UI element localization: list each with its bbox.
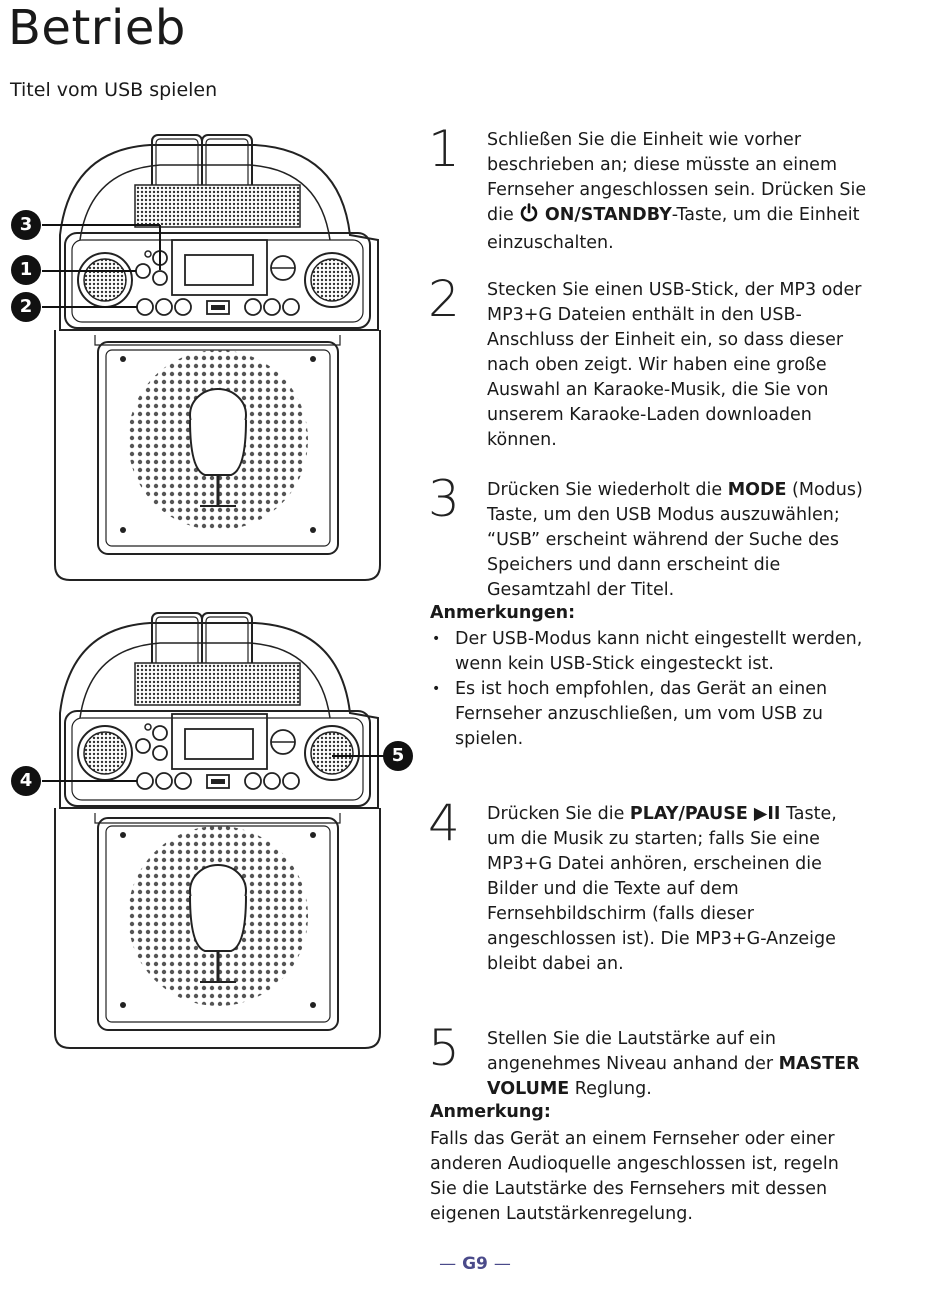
step-text-part: (Modus) Taste, um den USB Modus auszuwäh… — [487, 480, 863, 600]
step-text-part: Schließen Sie die Einheit wie vorher bes… — [487, 130, 867, 225]
step-text: Schließen Sie die Einheit wie vorher bes… — [487, 128, 867, 256]
karaoke-machine-illustration-top: 3 1 2 — [0, 130, 400, 585]
step-text: Drücken Sie die PLAY/PAUSE ▶II Taste, um… — [487, 802, 867, 977]
notes-list: Der USB-Modus kann nicht eingestellt wer… — [430, 627, 870, 752]
step-number: 1 — [428, 120, 460, 178]
list-item: Der USB-Modus kann nicht eingestellt wer… — [430, 627, 870, 677]
step-text-part: Drücken Sie wiederholt die — [487, 480, 728, 500]
step-bold-label: MASTER VOLUME — [487, 1054, 860, 1099]
callout-3: 3 — [19, 214, 33, 235]
list-item: Es ist hoch empfohlen, das Gerät an eine… — [430, 677, 870, 752]
step-bold-label: MODE — [727, 480, 787, 500]
note-heading: Anmerkung: — [430, 1102, 551, 1122]
step-bold-label: PLAY/PAUSE ▶II — [629, 804, 781, 824]
callout-5: 5 — [391, 745, 405, 766]
footer-dash-right: — — [493, 1254, 511, 1274]
callout-4: 4 — [19, 770, 33, 791]
karaoke-machine-illustration-bottom: 4 5 — [0, 608, 420, 1053]
step-bold-label: ON/STANDBY — [544, 205, 672, 225]
footer-dash-left: — — [439, 1254, 457, 1274]
step-text-part: Stellen Sie die Lautstärke auf ein angen… — [487, 1029, 779, 1074]
notes-heading: Anmerkungen: — [430, 603, 576, 623]
section-subtitle: Titel vom USB spielen — [10, 79, 218, 101]
step-number: 2 — [428, 270, 460, 328]
step-text-part: Reglung. — [569, 1079, 652, 1099]
step-text-part: -Taste, um die Einheit einzuschalten. — [487, 205, 860, 253]
page-title: Betrieb — [8, 0, 186, 56]
callout-2: 2 — [19, 296, 33, 317]
step-text: Stellen Sie die Lautstärke auf ein angen… — [487, 1027, 867, 1102]
step-text: Stecken Sie einen USB-Stick, der MP3 ode… — [487, 280, 862, 450]
step-number: 3 — [428, 470, 460, 528]
page-number: G9 — [462, 1254, 488, 1274]
callout-1: 1 — [19, 259, 33, 280]
note-text: Falls das Gerät an einem Fernseher oder … — [430, 1129, 839, 1224]
step-text-part: Taste, um die Musik zu starten; falls Si… — [487, 804, 837, 974]
power-icon — [519, 203, 539, 231]
step-text: Drücken Sie wiederholt die MODE (Modus) … — [487, 478, 867, 603]
step-number: 4 — [428, 794, 460, 852]
step-text-part: Drücken Sie die — [487, 804, 630, 824]
page-footer: — G9 — — [0, 1254, 950, 1274]
step-number: 5 — [428, 1019, 460, 1077]
